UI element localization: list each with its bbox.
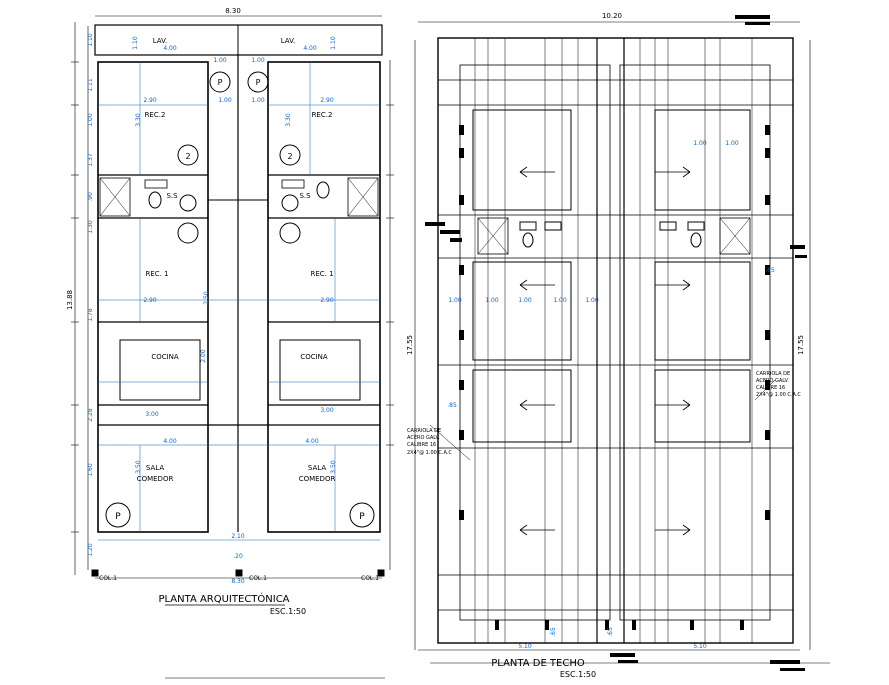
dim-l90: .90 <box>87 192 94 202</box>
roof-dim-85: .85 <box>447 402 457 409</box>
overall-height: 13.88 <box>66 290 74 310</box>
dim-290d: 2.90 <box>320 297 334 304</box>
room-rec1-right: REC. 1 <box>310 270 333 278</box>
dim-l130: 1.30 <box>87 220 94 234</box>
col-label-right: COL.1 <box>361 575 379 582</box>
roof-note-right-2: ACERO GALV. <box>756 378 789 384</box>
dim-300b: 3.00 <box>320 407 334 414</box>
roof-dim-510a: 5.10 <box>518 643 532 650</box>
room-cocina-right: COCINA <box>300 353 328 361</box>
dim-l111: 1.11 <box>87 78 94 92</box>
roof-note-left-4: 2X4"@ 1.00 C.A.C <box>407 450 452 456</box>
roof-overall-width: 10.20 <box>602 12 622 20</box>
dim-l228: 2.28 <box>87 408 94 422</box>
roof-note-left-1: CARRIOLA DE <box>407 428 441 434</box>
dim-330b: 3.30 <box>285 113 292 127</box>
floor-plan <box>71 15 394 679</box>
roof-note-right-4: 2X4"@ 1.00 C.A.C <box>756 392 801 398</box>
dim-120: .20 <box>233 553 243 560</box>
dim-290c: 2.90 <box>143 297 157 304</box>
door-mark-2: 2 <box>185 152 190 161</box>
dim-l178: 1.78 <box>87 308 94 322</box>
door-mark-6: P <box>359 512 365 522</box>
floor-plan-scale: ESC.1:50 <box>270 607 306 616</box>
roof-dim-100g: 1.00 <box>725 140 739 147</box>
dim-100a: 1.00 <box>213 57 227 64</box>
room-sala-right: SALA <box>308 464 326 472</box>
dim-400a: 4.00 <box>163 45 177 52</box>
roof-note-left-2: ACERO GALV. <box>407 435 440 441</box>
dim-400d: 4.00 <box>305 438 319 445</box>
roof-dim-65c: .65 <box>607 627 614 637</box>
floor-plan-labels: 8.30 13.88 LAV. LAV. REC.2 REC.2 S.S S.S… <box>66 7 379 616</box>
dim-110b: 1.10 <box>330 36 337 50</box>
dim-l160: 1.60 <box>87 463 94 477</box>
dim-400c: 4.00 <box>163 438 177 445</box>
door-mark-3: 2 <box>287 152 292 161</box>
dim-200: 2.00 <box>200 349 207 363</box>
roof-note-right-1: CARRIOLA DE <box>756 371 790 377</box>
dim-bottom-width: 8.30 <box>231 578 245 585</box>
dim-100b: 1.00 <box>251 57 265 64</box>
col-label-mid: COL.1 <box>249 575 267 582</box>
roof-plan-scale: ESC.1:50 <box>560 670 596 679</box>
dim-350a: 3.50 <box>135 460 142 474</box>
roof-dim-100f: 1.00 <box>693 140 707 147</box>
dim-290b: 2.90 <box>320 97 334 104</box>
dim-l110: 1.10 <box>87 33 94 47</box>
roof-dim-100a: 1.00 <box>448 297 462 304</box>
roof-note-left-3: CALIBRE 16 <box>407 442 436 448</box>
dim-350b: 3.50 <box>330 460 337 474</box>
dim-300a: 3.00 <box>145 411 159 418</box>
room-sala-left: SALA <box>146 464 164 472</box>
dim-110a: 1.10 <box>132 36 139 50</box>
door-mark-4: P <box>256 78 261 87</box>
roof-overall-height-right: 17.55 <box>797 335 805 355</box>
dim-l120: 1.20 <box>87 543 94 557</box>
room-ss-right: S.S <box>299 192 311 200</box>
door-mark-5: P <box>115 512 121 522</box>
roof-overall-height: 17.55 <box>406 335 414 355</box>
dim-210: 2.10 <box>231 533 245 540</box>
roof-dim-100d: 1.00 <box>553 297 567 304</box>
dim-400b: 4.00 <box>303 45 317 52</box>
door-mark-1: P <box>218 78 223 87</box>
roof-plan-title: PLANTA DE TECHO <box>491 658 585 669</box>
room-comedor-right: COMEDOR <box>299 475 336 483</box>
dim-100d: 1.00 <box>251 97 265 104</box>
room-lav-right: LAV. <box>281 37 296 45</box>
roof-plan <box>414 15 830 671</box>
floor-plan-title: PLANTA ARQUITECTÓNICA <box>158 592 289 605</box>
roof-dim-100e: 1.00 <box>585 297 599 304</box>
roof-dim-510b: 5.10 <box>693 643 707 650</box>
room-cocina-left: COCINA <box>151 353 179 361</box>
dim-250: 2.50 <box>203 291 210 305</box>
roof-dim-100c: 1.00 <box>518 297 532 304</box>
col-label-left: COL.1 <box>99 575 117 582</box>
roof-note-right-3: CALIBRE 16 <box>756 385 785 391</box>
room-rec1-left: REC. 1 <box>145 270 168 278</box>
room-rec2-right: REC.2 <box>312 111 333 119</box>
dim-330a: 3.30 <box>135 113 142 127</box>
overall-width-top: 8.30 <box>225 7 241 15</box>
dim-l137: 1.37 <box>87 153 94 167</box>
dim-290a: 2.90 <box>143 97 157 104</box>
dim-100c: 1.00 <box>218 97 232 104</box>
room-ss-left: S.S <box>166 192 178 200</box>
roof-plan-labels: 10.20 17.55 17.55 1.00 1.00 1.00 1.00 1.… <box>406 12 805 679</box>
roof-dim-65b: .65 <box>550 627 557 637</box>
roof-dim-100b: 1.00 <box>485 297 499 304</box>
room-comedor-left: COMEDOR <box>137 475 174 483</box>
room-rec2-left: REC.2 <box>145 111 166 119</box>
room-lav-left: LAV. <box>153 37 168 45</box>
dim-l100: 1.00 <box>87 113 94 127</box>
roof-dim-65: .65 <box>765 267 775 274</box>
